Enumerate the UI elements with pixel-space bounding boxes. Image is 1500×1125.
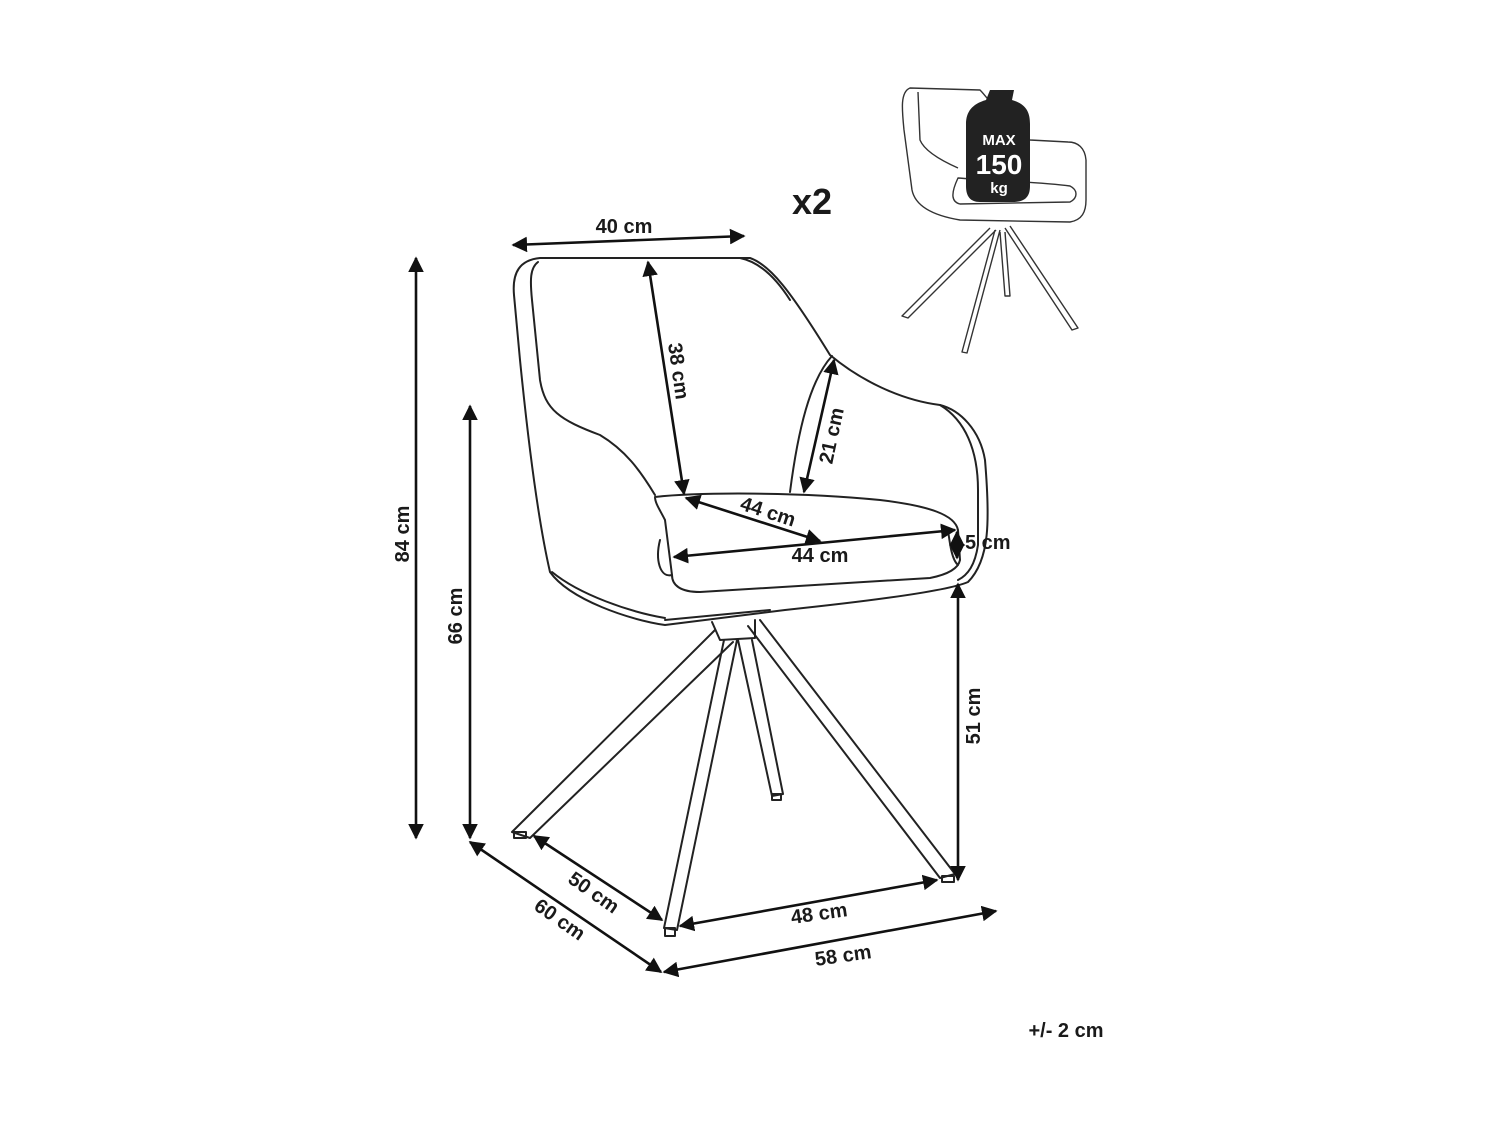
backrest-width-label: 40 cm	[596, 216, 653, 238]
seat-width-label: 44 cm	[792, 545, 849, 567]
dimension-lines	[408, 228, 998, 978]
seat-width-line	[672, 523, 957, 564]
max-load-line3: kg	[990, 180, 1008, 197]
quantity-label: x2	[792, 181, 832, 222]
armrest-floor-height-label: 66 cm	[445, 588, 467, 645]
total-depth-line	[468, 840, 663, 974]
weight-icon: MAX 150 kg	[966, 90, 1030, 202]
total-height-label: 84 cm	[392, 506, 414, 563]
max-load-line2: 150	[976, 149, 1023, 180]
seat-height-label: 51 cm	[963, 688, 985, 745]
backrest-height-line	[642, 260, 690, 496]
max-load-line1: MAX	[982, 132, 1015, 149]
backrest-width-line	[511, 228, 746, 253]
seat-thickness-label: 5 cm	[965, 532, 1011, 554]
total-width-label: 58 cm	[814, 941, 873, 971]
seat-depth-label: 44 cm	[737, 493, 798, 531]
tolerance-note: +/- 2 cm	[1028, 1020, 1103, 1042]
chair-drawing	[511, 257, 989, 937]
total-width-line	[662, 905, 998, 978]
armrest-height-line	[799, 358, 839, 494]
